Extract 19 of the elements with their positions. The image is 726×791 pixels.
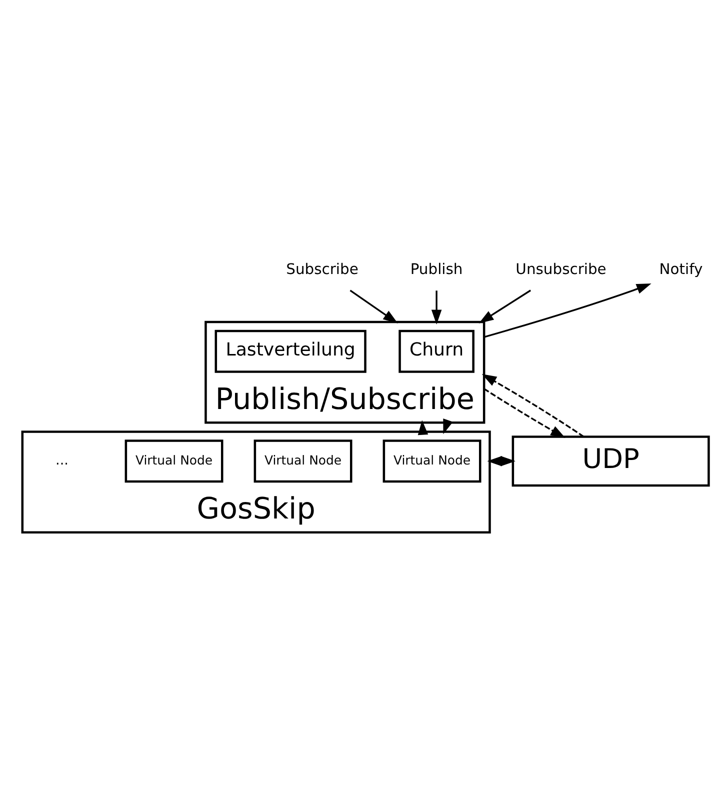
- node-text: Publish: [410, 260, 463, 278]
- label: ...: [56, 452, 68, 469]
- node-box: UDP: [512, 436, 710, 487]
- arrow: [478, 290, 532, 324]
- node-box: Virtual Node: [382, 440, 482, 483]
- arrow: [482, 374, 584, 438]
- node-box: Lastverteilung: [214, 330, 366, 373]
- arrow: [484, 284, 652, 338]
- node-box: Churn: [398, 330, 474, 373]
- node-text: Unsubscribe: [516, 260, 606, 278]
- arrow: [487, 456, 502, 466]
- arrow: [484, 388, 566, 438]
- node-text: Subscribe: [286, 260, 358, 278]
- arrow: [418, 420, 428, 436]
- arrow: [350, 290, 398, 324]
- node-box: Virtual Node: [124, 440, 224, 483]
- node-text: Notify: [659, 260, 703, 278]
- node-box: Virtual Node: [254, 440, 352, 483]
- arrow: [431, 290, 442, 324]
